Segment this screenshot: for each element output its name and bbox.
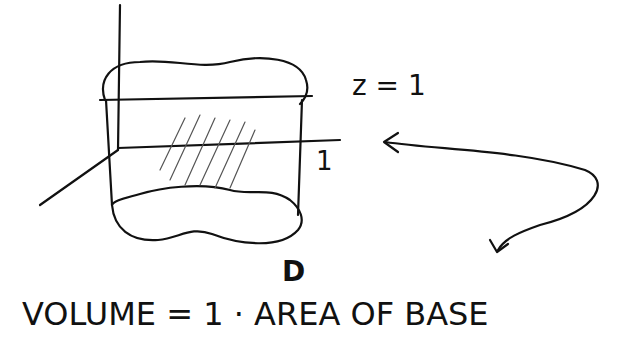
arrow-head [384, 133, 398, 152]
side-line [298, 100, 302, 215]
y-axis [118, 140, 340, 148]
volume-formula: VOLUME = 1 · AREA OF BASE [22, 298, 489, 330]
base-region [112, 186, 302, 243]
x-axis [40, 150, 118, 205]
side-line [106, 100, 112, 205]
curved-arrow [385, 142, 598, 250]
height-label: 1 [316, 148, 333, 174]
hatching [160, 115, 255, 188]
z-axis [118, 5, 120, 150]
arrow-head [490, 240, 508, 252]
plane-label: z = 1 [352, 72, 426, 100]
top-plane-line [100, 96, 312, 100]
region-label: D [282, 258, 305, 286]
